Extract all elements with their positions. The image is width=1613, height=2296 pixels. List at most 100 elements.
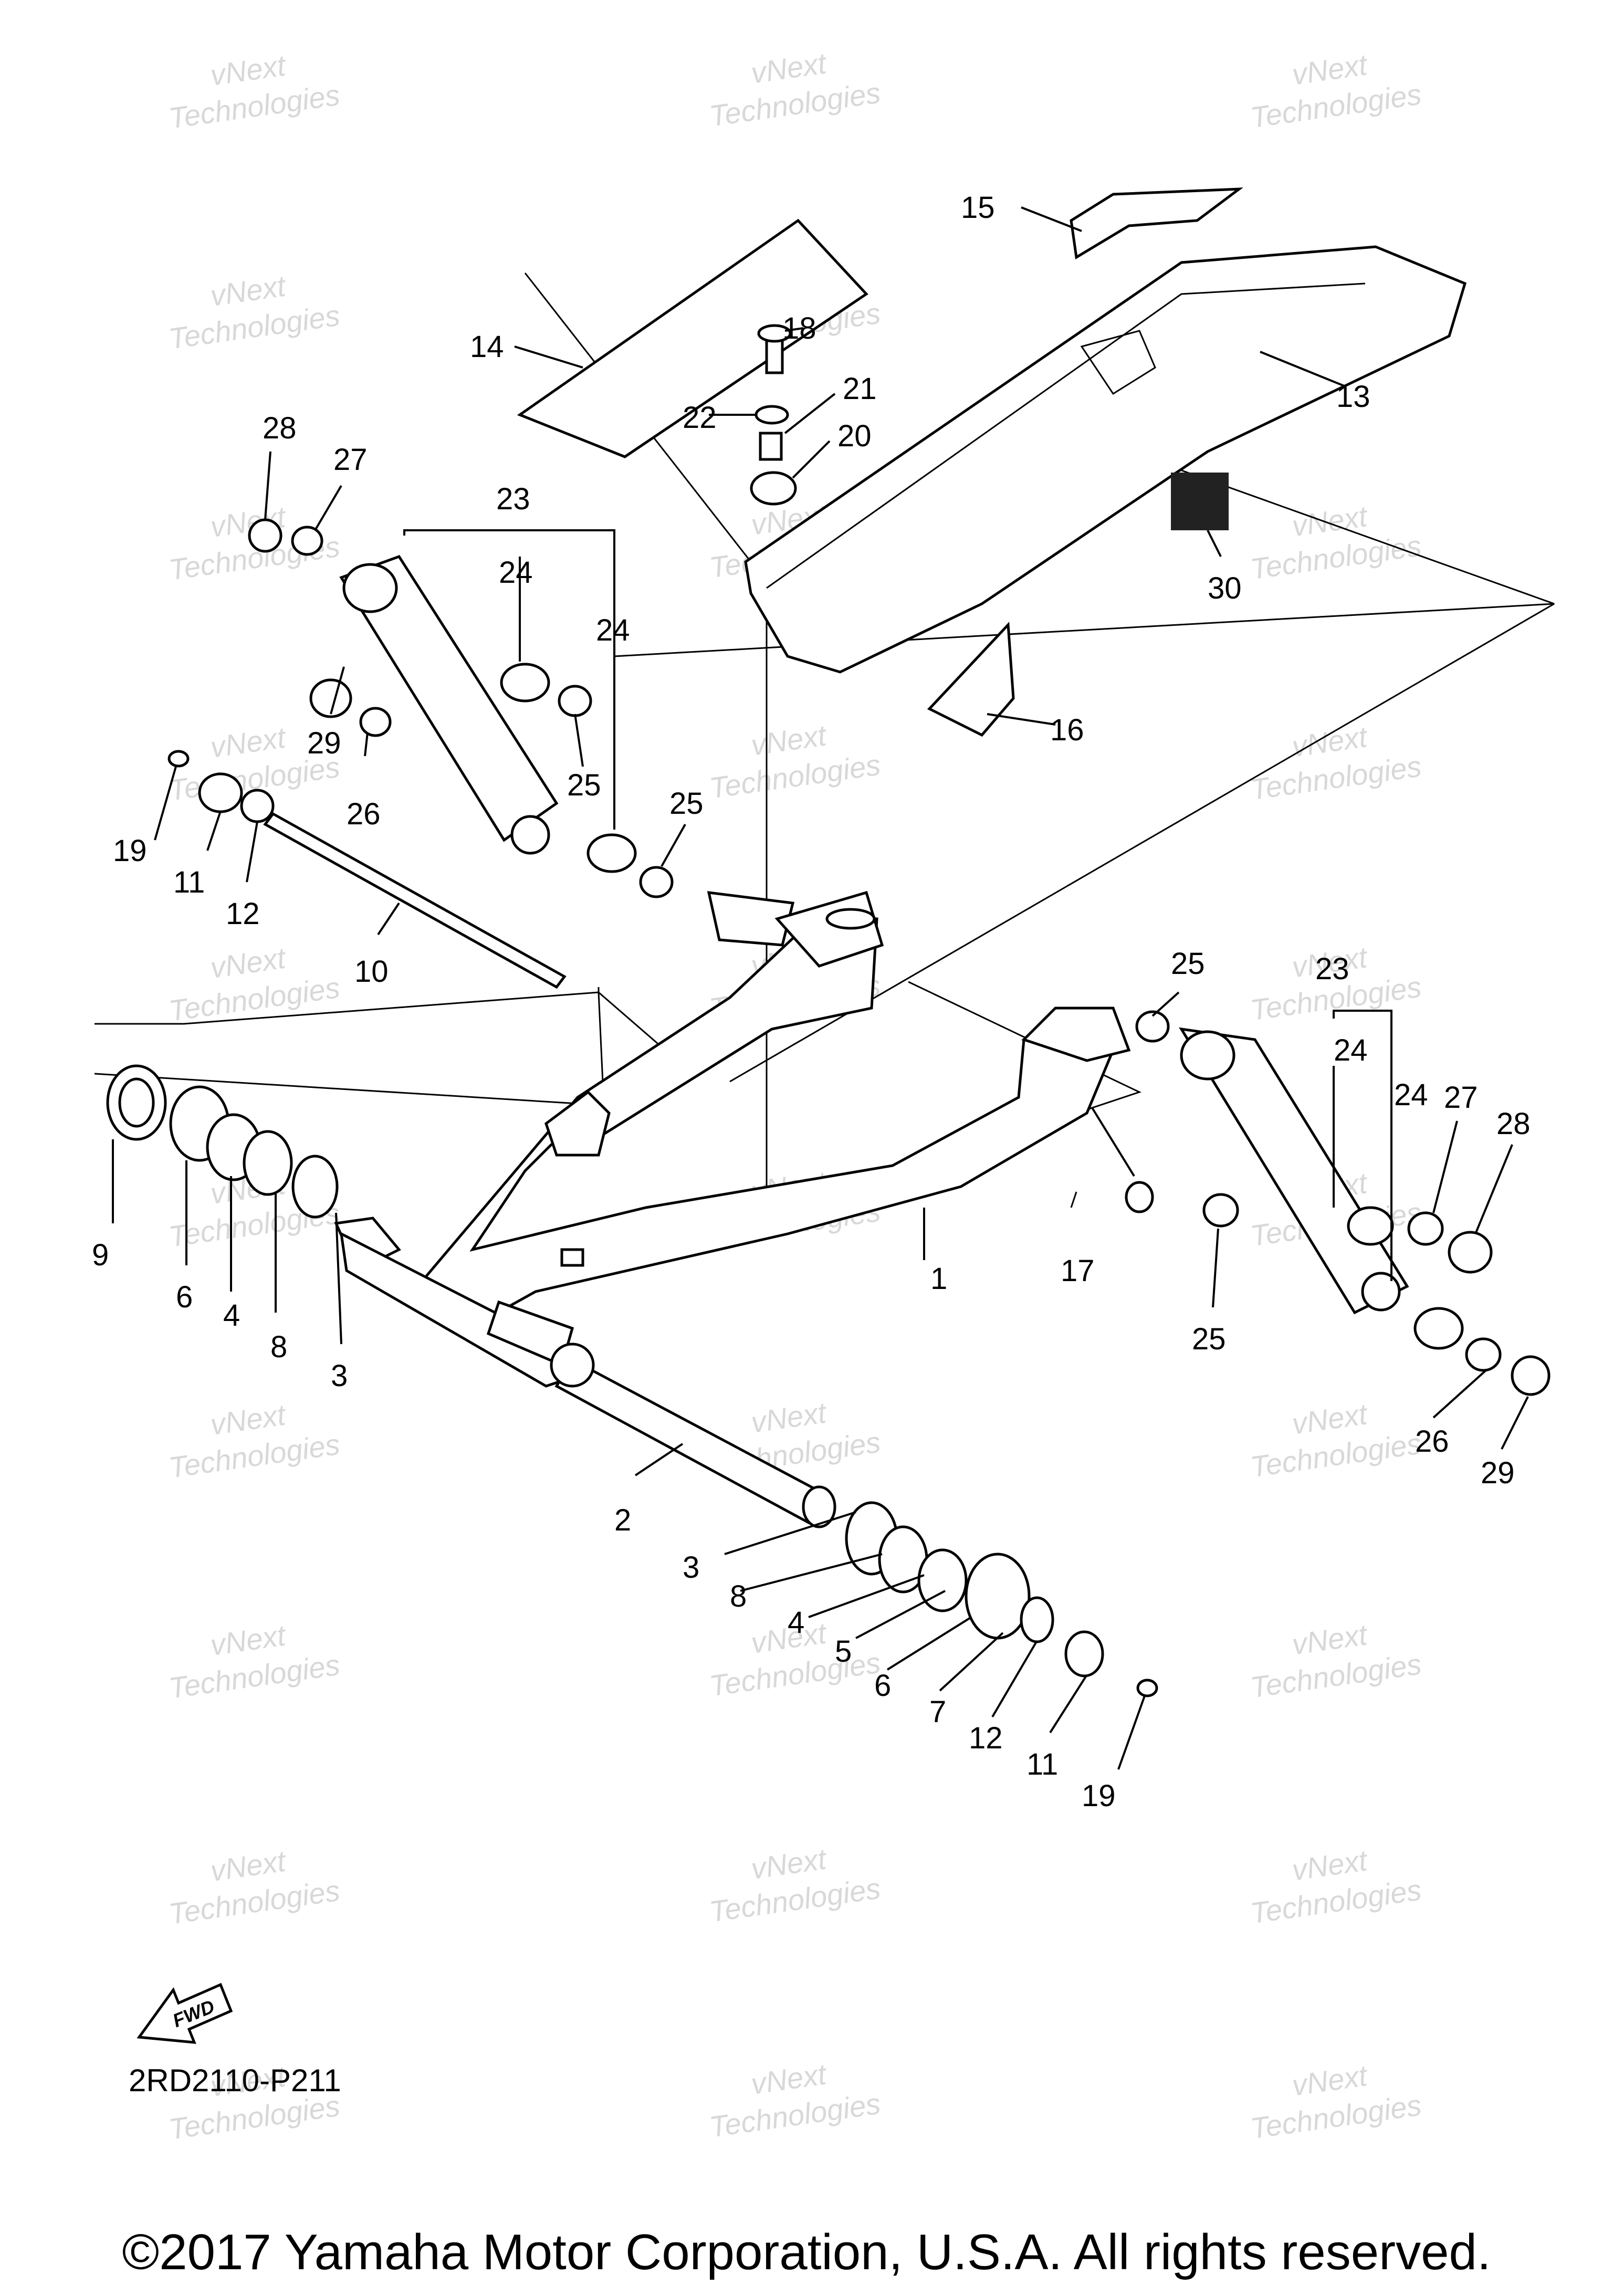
callout-29: 29 bbox=[307, 726, 341, 760]
watermark-line1: vNext bbox=[208, 941, 289, 984]
watermark-line1: vNext bbox=[1290, 1397, 1370, 1441]
right-bearing-stack bbox=[845, 1501, 1158, 1697]
right-shock-absorber bbox=[1125, 1010, 1551, 1396]
watermark-line2: Technologies bbox=[166, 78, 342, 135]
leader-lines bbox=[112, 206, 1529, 1770]
callout-28: 28 bbox=[1496, 1107, 1531, 1141]
callout-14: 14 bbox=[470, 330, 504, 364]
watermark-line1: vNext bbox=[1290, 2059, 1370, 2102]
callout-1: 1 bbox=[930, 1262, 947, 1296]
callout-25: 25 bbox=[1171, 947, 1205, 981]
callout-29: 29 bbox=[1481, 1456, 1515, 1490]
watermark-line1: vNext bbox=[1290, 720, 1370, 763]
swingarm-part-1 bbox=[402, 890, 1131, 1319]
callout-6: 6 bbox=[874, 1669, 891, 1703]
diagram-code: 2RD2110-P211 bbox=[129, 2063, 341, 2098]
callout-18: 18 bbox=[782, 311, 816, 345]
callout-24: 24 bbox=[1394, 1078, 1428, 1112]
watermark-line2: Technologies bbox=[1248, 1427, 1423, 1483]
watermark-line2: Technologies bbox=[1248, 77, 1423, 134]
callout-2: 2 bbox=[614, 1503, 631, 1537]
callout-6: 6 bbox=[176, 1280, 193, 1314]
left-shock-absorber bbox=[248, 518, 674, 898]
left-bearing-stack bbox=[106, 1064, 339, 1219]
callout-4: 4 bbox=[788, 1606, 804, 1640]
callout-26: 26 bbox=[347, 797, 381, 831]
callout-24: 24 bbox=[596, 613, 630, 647]
callout-8: 8 bbox=[730, 1579, 747, 1613]
callout-3: 3 bbox=[331, 1359, 348, 1393]
callout-15: 15 bbox=[961, 191, 995, 225]
callout-12: 12 bbox=[969, 1721, 1003, 1755]
callout-21: 21 bbox=[843, 372, 877, 406]
callout-19: 19 bbox=[1082, 1779, 1116, 1813]
callout-4: 4 bbox=[223, 1298, 240, 1333]
watermark-line2: Technologies bbox=[707, 748, 883, 805]
callout-25: 25 bbox=[669, 787, 704, 821]
callout-3: 3 bbox=[683, 1550, 699, 1585]
callout-25: 25 bbox=[567, 768, 601, 802]
callout-11: 11 bbox=[173, 865, 205, 899]
callout-27: 27 bbox=[333, 443, 368, 477]
watermark-line1: vNext bbox=[1290, 1618, 1370, 1661]
callout-labels: 1 2 3 3 4 4 5 6 6 7 8 8 9 10 11 11 12 12… bbox=[92, 191, 1531, 1813]
callout-12: 12 bbox=[226, 897, 260, 931]
watermark-line1: vNext bbox=[749, 1842, 830, 1885]
watermark-line2: Technologies bbox=[1248, 1873, 1423, 1930]
watermark-line2: Technologies bbox=[707, 1646, 883, 1703]
fwd-arrow-icon: FWD bbox=[137, 1983, 233, 2044]
callout-27: 27 bbox=[1444, 1081, 1478, 1115]
watermark-line1: vNext bbox=[208, 720, 289, 764]
callout-30: 30 bbox=[1208, 571, 1242, 605]
callout-23: 23 bbox=[1315, 952, 1349, 986]
callout-19: 19 bbox=[113, 834, 147, 868]
callout-25: 25 bbox=[1192, 1322, 1226, 1356]
watermark-line1: vNext bbox=[1290, 48, 1370, 91]
callout-11: 11 bbox=[1027, 1747, 1058, 1781]
callout-20: 20 bbox=[837, 419, 872, 453]
watermark-line2: Technologies bbox=[1248, 2088, 1423, 2145]
pivot-shaft-part-2 bbox=[334, 1217, 836, 1528]
watermark-line2: Technologies bbox=[1248, 749, 1423, 806]
guard-part-15 bbox=[1070, 187, 1243, 260]
callout-16: 16 bbox=[1050, 713, 1084, 747]
watermark-line1: vNext bbox=[208, 48, 289, 92]
callout-28: 28 bbox=[263, 411, 297, 445]
callout-7: 7 bbox=[929, 1695, 946, 1729]
chain-case-part-13 bbox=[744, 245, 1467, 674]
watermark-line1: vNext bbox=[749, 1396, 830, 1439]
callout-9: 9 bbox=[92, 1238, 109, 1272]
callout-5: 5 bbox=[835, 1634, 852, 1669]
watermark-line1: vNext bbox=[749, 46, 830, 90]
chain-cover-part-14 bbox=[517, 218, 868, 458]
watermark-line2: Technologies bbox=[166, 299, 342, 355]
callout-24: 24 bbox=[1334, 1033, 1368, 1067]
callout-17: 17 bbox=[1061, 1254, 1095, 1288]
watermark-line1: vNext bbox=[1290, 1843, 1370, 1887]
callout-24: 24 bbox=[499, 555, 533, 590]
watermark-line2: Technologies bbox=[1248, 1647, 1423, 1704]
watermark-line2: Technologies bbox=[166, 1648, 342, 1705]
watermark-line2: Technologies bbox=[707, 1872, 883, 1928]
watermark-line1: vNext bbox=[749, 2057, 830, 2101]
callout-10: 10 bbox=[354, 955, 389, 989]
watermark-line1: vNext bbox=[208, 1618, 289, 1662]
watermark-line1: vNext bbox=[208, 269, 289, 312]
watermark-line2: Technologies bbox=[1248, 529, 1423, 585]
watermark-line1: vNext bbox=[208, 1844, 289, 1888]
watermark-line2: Technologies bbox=[166, 1874, 342, 1931]
callout-23: 23 bbox=[496, 482, 530, 516]
watermark-line2: Technologies bbox=[166, 1428, 342, 1484]
watermark-line2: Technologies bbox=[707, 2087, 883, 2144]
guard-part-16 bbox=[927, 622, 1015, 737]
watermark-line2: Technologies bbox=[707, 76, 883, 133]
callout-8: 8 bbox=[270, 1330, 287, 1364]
callout-13: 13 bbox=[1336, 380, 1370, 414]
callout-26: 26 bbox=[1415, 1424, 1449, 1459]
label-part-30 bbox=[1171, 473, 1229, 530]
callout-22: 22 bbox=[683, 401, 717, 435]
bolt-stack bbox=[750, 324, 797, 506]
copyright-notice: ©2017 Yamaha Motor Corporation, U.S.A. A… bbox=[122, 2224, 1491, 2280]
watermark-line1: vNext bbox=[1290, 499, 1370, 543]
